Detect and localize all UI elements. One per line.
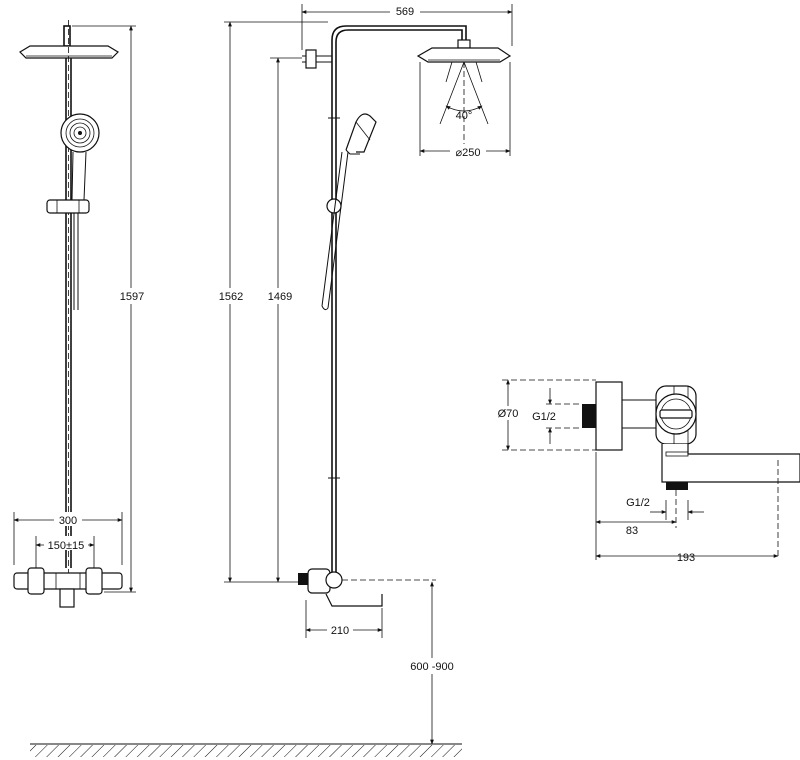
mixer-detail: Ø70 G1/2 G1/2 83 193: [494, 379, 800, 564]
dim-install-height: 600 -900: [410, 661, 453, 673]
front-mixer: [13, 567, 123, 608]
dim-front-total-height: 1597: [120, 291, 144, 303]
side-rail-marks: [328, 117, 340, 479]
dim-mixer-offset: 83: [626, 525, 638, 537]
dim-spray-angle: 40°: [456, 110, 473, 122]
side-view: 40° ⌀250 569: [30, 4, 513, 757]
dim-thread-upper: G1/2: [532, 411, 556, 423]
dim-side-total-height: 1562: [219, 291, 243, 303]
front-shower-head: [19, 25, 119, 59]
floor: [30, 743, 462, 757]
dim-mixer-depth: 193: [677, 552, 695, 564]
dim-arm-length: 569: [396, 6, 414, 18]
front-dimensions: 300 150±15 1597: [13, 25, 147, 593]
dim-thread-lower: G1/2: [626, 497, 650, 509]
side-shower-arm: [302, 25, 471, 580]
side-mixer: [298, 568, 436, 607]
dim-spout-length: 210: [331, 625, 349, 637]
dim-head-diameter: ⌀250: [456, 147, 481, 159]
front-hose: [73, 213, 79, 310]
side-hand-shower: [321, 113, 377, 311]
side-shower-head: 40° ⌀250: [416, 47, 512, 159]
front-slide-holder: [46, 199, 90, 214]
dim-mixer-diameter: Ø70: [498, 408, 519, 420]
dim-front-mixer-width: 300: [59, 515, 77, 527]
dim-side-slide-height: 1469: [268, 291, 292, 303]
dim-front-mixer-spacing: 150±15: [48, 540, 85, 552]
front-view: 300 150±15 1597: [13, 20, 147, 608]
